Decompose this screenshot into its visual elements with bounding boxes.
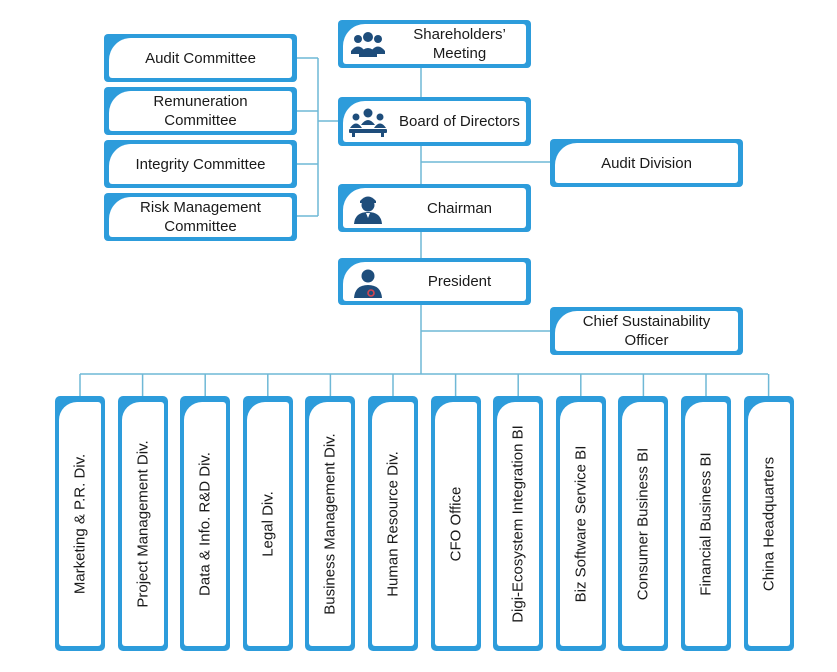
division-box: Biz Software Service BI (555, 396, 606, 651)
chairman-icon (347, 191, 389, 225)
chief-sustainability-officer-box: Chief Sustainability Officer (550, 307, 743, 355)
board-meeting-icon (347, 105, 389, 139)
risk-management-committee-box: Risk Management Committee (104, 193, 297, 241)
division-label: Marketing & P.R. Div. (71, 453, 89, 595)
president-label: President (427, 273, 492, 290)
division-box: Marketing & P.R. Div. (55, 396, 105, 651)
division-box: Financial Business BI (681, 396, 731, 651)
division-box: Legal Div. (242, 396, 293, 651)
president-icon (347, 265, 389, 299)
division-label: Project Management Div. (134, 440, 152, 608)
division-label: Business Management Div. (321, 433, 339, 615)
remuneration-committee-label: Remuneration Committee (153, 93, 248, 129)
division-box: China Headquarters (743, 396, 794, 651)
division-label: Biz Software Service BI (572, 445, 590, 603)
remuneration-committee-box: Remuneration Committee (104, 87, 297, 135)
audit-division-box: Audit Division (550, 139, 743, 187)
integrity-committee-box: Integrity Committee (104, 140, 297, 188)
integrity-committee-label: Integrity Committee (135, 155, 266, 173)
division-box: Business Management Div. (305, 396, 356, 651)
division-label: Data & Info. R&D Div. (196, 452, 214, 596)
shareholders-meeting-box: Shareholders’ Meeting (338, 20, 531, 68)
chairman-box: Chairman (338, 184, 531, 232)
division-box: CFO Office (430, 396, 481, 651)
division-label: Legal Div. (259, 491, 277, 557)
audit-committee-box: Audit Committee (104, 34, 297, 82)
audit-committee-label: Audit Committee (145, 49, 256, 67)
division-box: Project Management Div. (117, 396, 168, 651)
chairman-label: Chairman (426, 199, 493, 217)
division-label: Consumer Business BI (634, 447, 652, 601)
division-box: Digi-Ecosystem Integration BI (493, 396, 544, 651)
audit-division-label: Audit Division (601, 154, 692, 172)
board-of-directors-box: Board of Directors (338, 97, 531, 146)
division-label: Financial Business BI (697, 452, 715, 596)
chief-sustainability-officer-label: Chief Sustainability Officer (582, 313, 711, 349)
division-label: CFO Office (447, 486, 465, 562)
division-box: Consumer Business BI (618, 396, 669, 651)
president-box: President (338, 258, 531, 305)
shareholders-meeting-label: Shareholders’ Meeting (413, 26, 506, 62)
board-of-directors-label: Board of Directors (399, 113, 520, 130)
division-box: Data & Info. R&D Div. (180, 396, 231, 651)
division-label: Human Resource Div. (384, 451, 402, 597)
people-group-icon (347, 27, 389, 61)
division-label: China Headquarters (760, 456, 778, 592)
division-label: Digi-Ecosystem Integration BI (509, 425, 527, 623)
risk-management-committee-label: Risk Management Committee (140, 199, 261, 235)
division-box: Human Resource Div. (368, 396, 418, 651)
